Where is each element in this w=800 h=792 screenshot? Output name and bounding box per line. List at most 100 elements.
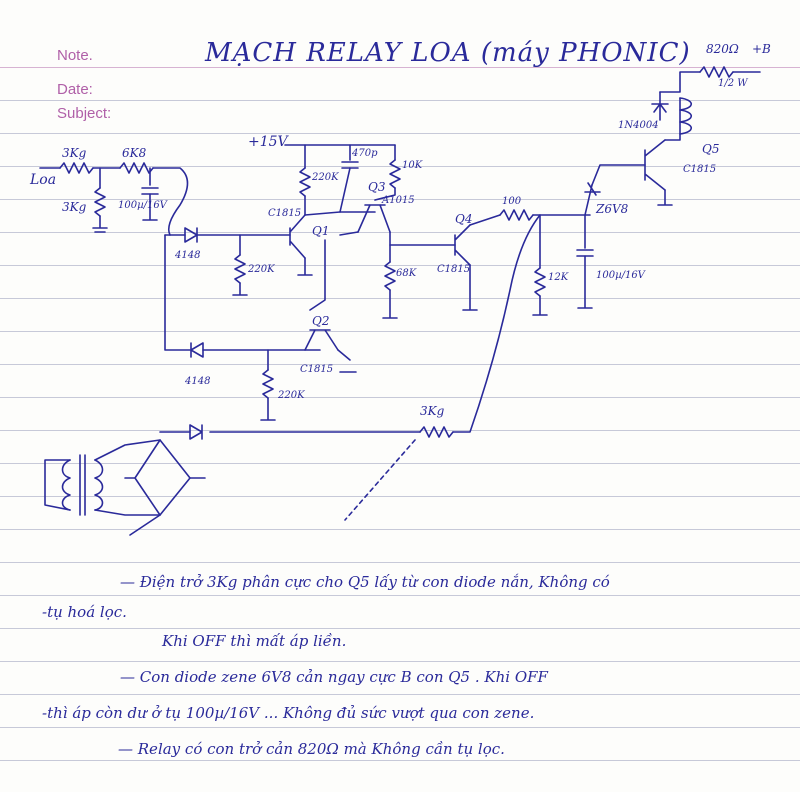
wire [129,514,161,536]
label-q5: Q5 [702,142,720,156]
note-line-3: Khi OFF thì mất áp liền. [162,632,347,650]
label-r-820-power: 1/2 W [718,78,748,89]
label-vcc: +15V [248,134,288,150]
label-q1: Q1 [312,224,330,238]
label-r-3k9-top: 3Kg [62,146,87,160]
capacitor-470p [341,161,359,169]
resistor-6k8 [119,162,154,174]
pointer-dashed [344,439,416,521]
ruled-line [0,298,800,299]
ground [657,189,673,206]
bridge-rectifier [134,439,191,516]
ruled-line [0,727,800,728]
ruled-line [0,628,800,629]
resistor-220k-c [262,369,274,399]
label-zener: Z6V8 [596,202,629,216]
transistor-q3 [357,204,391,233]
wire [659,71,701,93]
ruled-line [0,166,800,167]
wire [339,167,351,213]
note-label: Note. [57,47,93,64]
ruled-line [0,760,800,761]
resistor-3k9-bottom [419,426,454,438]
transformer-core [79,454,86,516]
label-c-470p: 470p [352,148,378,159]
resistor-220k-a [299,167,311,197]
label-q4-part: C1815 [437,264,471,275]
label-c-100u: 100µ/16V [118,200,167,211]
label-d-4148-b: 4148 [185,376,211,387]
wire [309,239,326,311]
note-line-2: -tụ hoá lọc. [42,603,127,621]
label-r-3k9-left: 3Kg [62,200,87,214]
ruled-line [0,595,800,596]
page-title: MẠCH RELAY LOA (máy PHONIC) [205,38,691,68]
label-q5-part: C1815 [683,164,717,175]
label-r-220k-b: 220K [248,264,275,275]
diode-1n4004 [651,91,669,121]
relay-coil [679,97,693,135]
ground [232,282,248,296]
label-r-6k8: 6K8 [122,146,147,160]
capacitor-100u-2 [576,249,594,257]
label-d-4148-a: 4148 [175,250,201,261]
transformer-primary [61,459,71,511]
wire [591,164,646,186]
ground [337,349,357,373]
label-r-10k: 10K [402,160,423,171]
ground [577,255,593,309]
label-diode-1n4004: 1N4004 [618,120,659,131]
ruled-line [0,661,800,662]
resistor-820 [699,66,734,78]
ruled-line [0,232,800,233]
ruled-line [0,199,800,200]
label-r-820: 820Ω [706,42,739,56]
resistor-100 [499,209,534,221]
label-r-3k9-bottom: 3Kg [420,404,445,418]
wire [94,439,161,516]
ground [260,397,276,421]
ruled-line [0,100,800,101]
wire [297,257,313,276]
label-c-100u-2: 100µ/16V [596,270,645,281]
wire [389,231,456,246]
label-q3-part: A1015 [382,195,415,206]
zener-6v8 [584,182,601,216]
label-r-68k: 68K [396,268,417,279]
ruled-line [0,463,800,464]
label-q2-part: C1815 [300,364,334,375]
header-rule [0,67,800,68]
wire [469,214,501,226]
label-q4: Q4 [455,212,473,226]
note-line-4: — Con diode zene 6V8 cản ngay cực B con … [120,668,548,686]
label-q3: Q3 [368,180,386,194]
ground [382,289,398,319]
transistor-q2 [304,329,339,351]
wire [339,231,359,236]
resistor-220k-b [234,254,246,284]
ruled-line [0,529,800,530]
label-r-100: 100 [502,196,522,207]
ruled-line [0,331,800,332]
resistor-3k9-left [94,187,106,217]
label-r-12k: 12K [548,272,569,283]
transistor-q1 [289,214,306,259]
wire [462,264,478,311]
ruled-line [0,430,800,431]
note-line-6: — Relay có con trở cản 820Ω mà Không cần… [118,740,505,758]
label-loa: Loa [30,172,57,188]
ruled-line [0,133,800,134]
wire [374,187,396,201]
wire [304,211,376,216]
ruled-line [0,364,800,365]
ground [92,215,108,233]
note-line-5: -thì áp còn dư ở tụ 100µ/16V ... Không đ… [42,704,535,722]
note-line-1: — Điện trở 3Kg phân cực cho Q5 lấy từ co… [120,573,610,591]
wire [664,97,681,141]
ruled-line [0,562,800,563]
wire [164,234,191,351]
label-q2: Q2 [312,314,330,328]
diode-4148-b [190,342,204,358]
transistor-q5 [644,139,666,191]
